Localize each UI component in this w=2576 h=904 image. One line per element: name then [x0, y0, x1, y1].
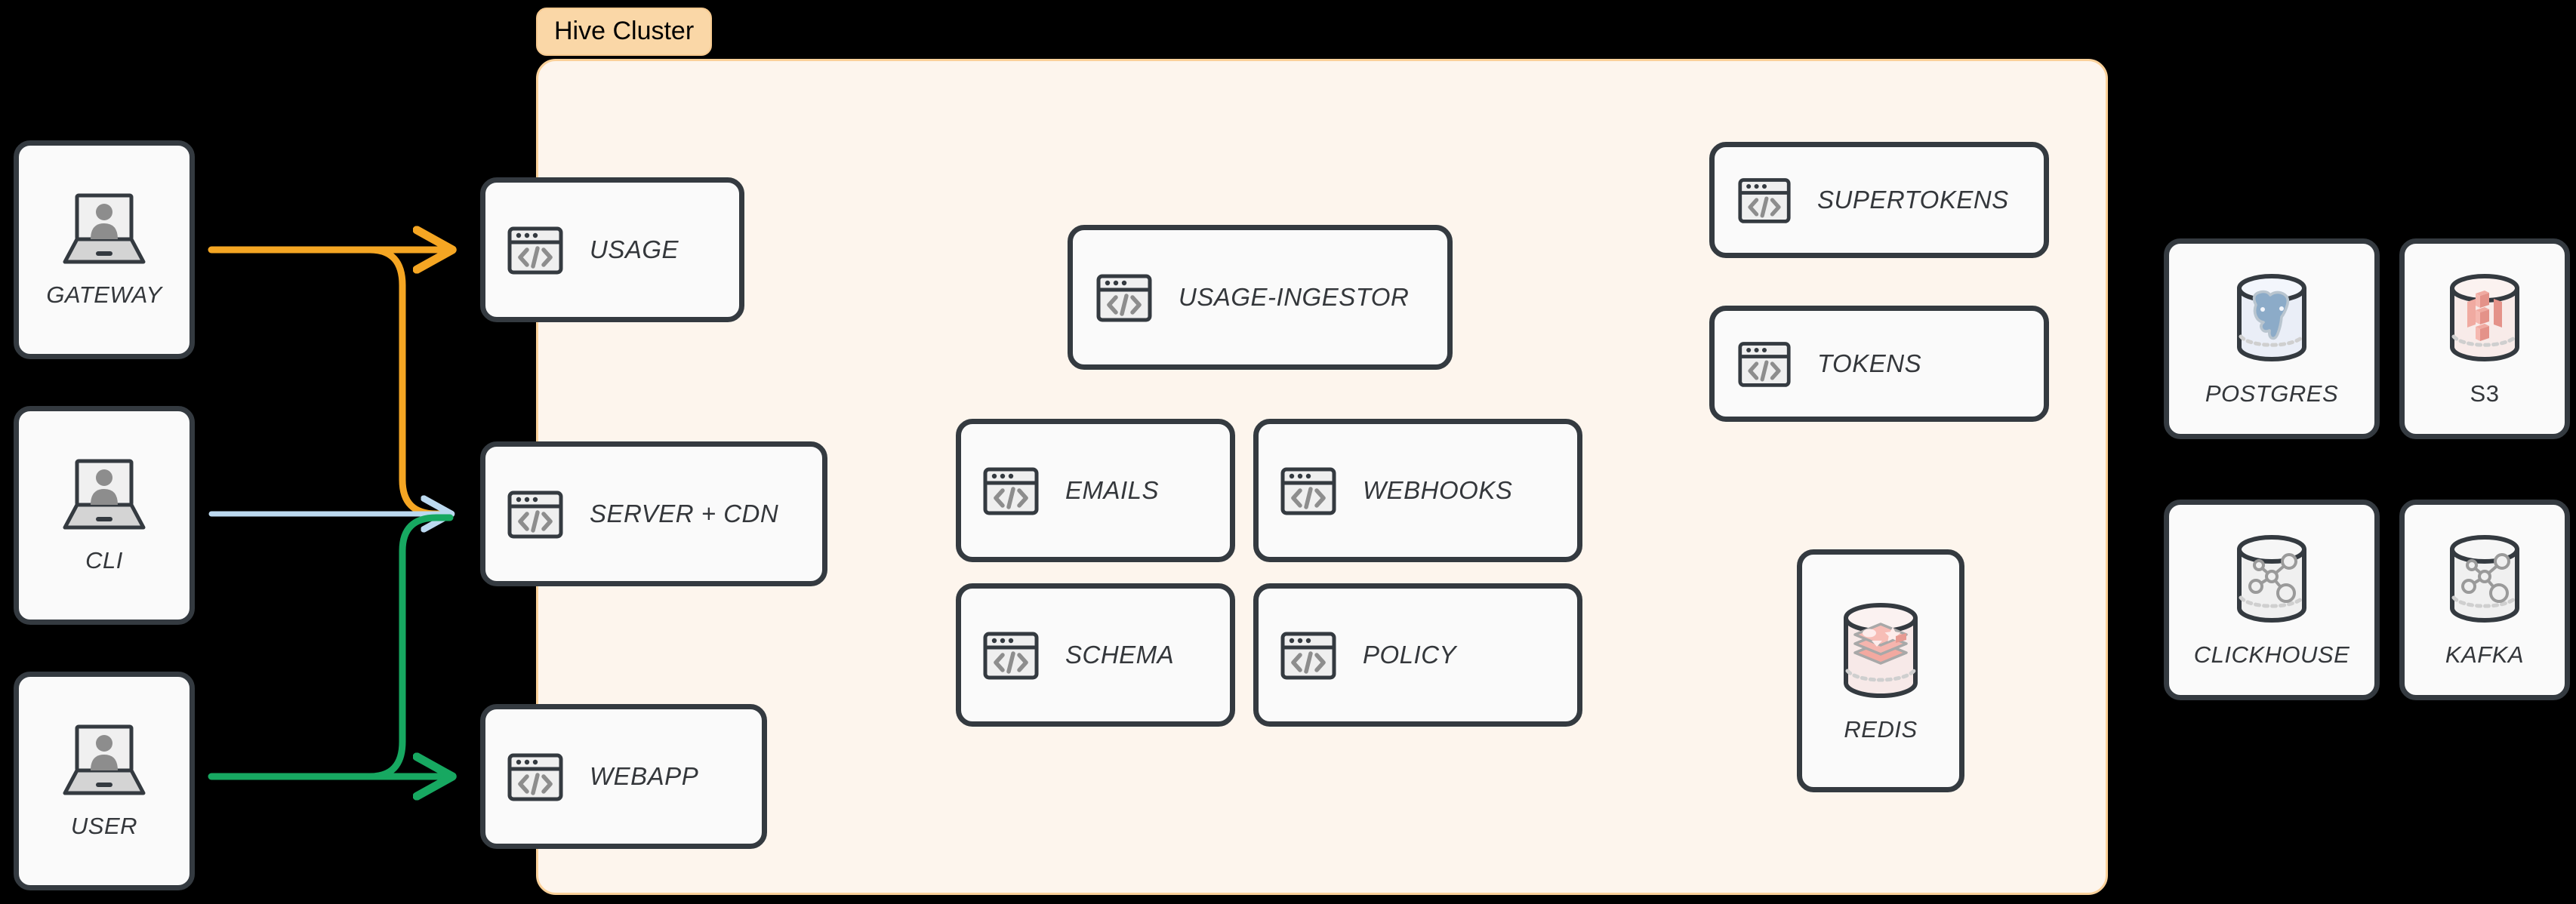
- code-window-icon: [1280, 626, 1337, 684]
- service-label: WEBAPP: [590, 762, 699, 790]
- edge-gateway-to-server-cdn: [366, 246, 454, 518]
- code-window-icon: [1737, 173, 1792, 227]
- code-window-icon: [982, 462, 1040, 519]
- service-label: USAGE-INGESTOR: [1179, 283, 1410, 311]
- code-window-icon: [982, 626, 1040, 684]
- code-window-icon: [507, 748, 564, 805]
- clickhouse-cylinder-icon: [2221, 531, 2322, 629]
- store-node-postgres[interactable]: POSTGRES: [2164, 238, 2380, 439]
- service-node-webhooks[interactable]: WEBHOOKS: [1253, 419, 1582, 562]
- service-node-tokens[interactable]: TOKENS: [1709, 306, 2049, 422]
- store-label: POSTGRES: [2205, 380, 2339, 407]
- code-window-icon: [507, 221, 564, 278]
- s3-cylinder-icon: [2434, 270, 2535, 368]
- store-label: KAFKA: [2445, 641, 2525, 668]
- code-window-icon: [1737, 337, 1792, 391]
- service-node-usage[interactable]: USAGE: [480, 177, 744, 322]
- client-label: CLI: [85, 547, 123, 573]
- service-label: WEBHOOKS: [1363, 476, 1513, 504]
- code-window-icon: [507, 485, 564, 543]
- store-node-clickhouse[interactable]: CLICKHOUSE: [2164, 500, 2380, 700]
- service-node-schema[interactable]: SCHEMA: [956, 583, 1235, 727]
- client-node-cli[interactable]: CLI: [14, 406, 195, 625]
- service-node-emails[interactable]: EMAILS: [956, 419, 1235, 562]
- laptop-user-icon: [54, 191, 154, 269]
- service-label: TOKENS: [1817, 349, 1922, 377]
- postgres-cylinder-icon: [2221, 270, 2322, 368]
- store-label: CLICKHOUSE: [2193, 641, 2350, 668]
- service-node-webapp[interactable]: WEBAPP: [480, 704, 767, 849]
- store-label: REDIS: [1844, 716, 1918, 743]
- service-label: SERVER + CDN: [590, 500, 779, 527]
- service-label: USAGE: [590, 235, 679, 263]
- kafka-cylinder-icon: [2434, 531, 2535, 629]
- laptop-user-icon: [54, 722, 154, 801]
- code-window-icon: [1280, 462, 1337, 519]
- store-label: S3: [2470, 380, 2500, 407]
- client-label: USER: [70, 813, 138, 839]
- hive-cluster-badge: Hive Cluster: [536, 8, 713, 56]
- service-node-usage-ingestor[interactable]: USAGE-INGESTOR: [1068, 225, 1453, 370]
- service-node-policy[interactable]: POLICY: [1253, 583, 1582, 727]
- store-node-s3[interactable]: S3: [2399, 238, 2570, 439]
- store-node-kafka[interactable]: KAFKA: [2399, 500, 2570, 700]
- client-node-user[interactable]: USER: [14, 672, 195, 890]
- service-label: SUPERTOKENS: [1817, 186, 2009, 214]
- service-node-supertokens[interactable]: SUPERTOKENS: [1709, 142, 2049, 258]
- service-label: EMAILS: [1065, 476, 1160, 504]
- code-window-icon: [1095, 269, 1153, 326]
- redis-cylinder-icon: [1829, 598, 1932, 704]
- service-label: SCHEMA: [1065, 641, 1175, 669]
- laptop-user-icon: [54, 457, 154, 535]
- client-label: GATEWAY: [46, 281, 162, 308]
- store-node-redis[interactable]: REDIS: [1797, 549, 1964, 792]
- service-node-server-cdn[interactable]: SERVER + CDN: [480, 441, 827, 586]
- edge-user-to-server-cdn: [366, 514, 454, 780]
- service-label: POLICY: [1363, 641, 1457, 669]
- client-node-gateway[interactable]: GATEWAY: [14, 140, 195, 359]
